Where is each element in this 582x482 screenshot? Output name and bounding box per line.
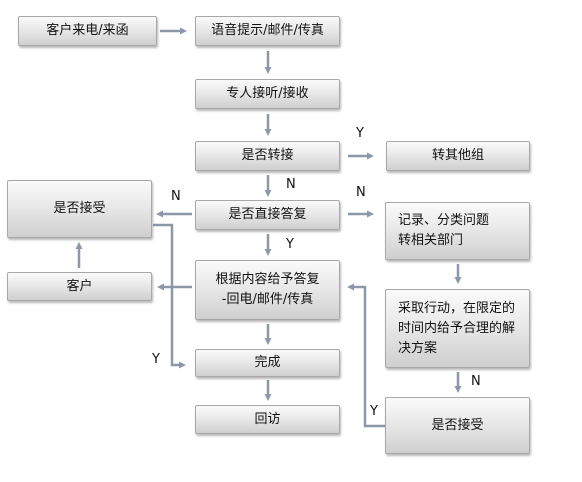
label-direct-no: N (356, 185, 366, 200)
accept-decision-right-node: 是否接受 (385, 397, 530, 454)
staff-receive-node: 专人接听/接收 (195, 79, 340, 109)
label-action-no: N (471, 374, 481, 389)
customer-node: 客户 (7, 272, 152, 301)
record-classify-node: 记录、分类问题转相关部门 (385, 202, 530, 260)
transfer-other-node: 转其他组 (386, 141, 530, 171)
take-action-node: 采取行动，在限定的时间内给予合理的解决方案 (385, 289, 530, 368)
label-direct-yes: Y (286, 237, 294, 252)
done-node: 完成 (195, 349, 340, 377)
accept-decision-left-node: 是否接受 (7, 180, 152, 238)
transfer-decision-node: 是否转接 (195, 141, 340, 171)
voice-prompt-node: 语音提示/邮件/传真 (195, 16, 340, 46)
arrow-accept-right-to-reply (347, 283, 386, 428)
label-transfer-no: N (286, 177, 296, 192)
revisit-node: 回访 (195, 405, 340, 434)
reply-node: 根据内容给予答复-回电/邮件/传真 (195, 260, 340, 320)
customer-call-node: 客户来电/来函 (18, 16, 157, 46)
label-accept-left-yes: Y (152, 352, 160, 367)
label-accept-left-no: N (171, 189, 181, 204)
label-transfer-yes: Y (356, 126, 364, 141)
label-accept-right-yes: Y (370, 404, 378, 419)
direct-answer-decision-node: 是否直接答复 (195, 200, 340, 230)
arrow-accept-left-to-done (153, 223, 186, 369)
